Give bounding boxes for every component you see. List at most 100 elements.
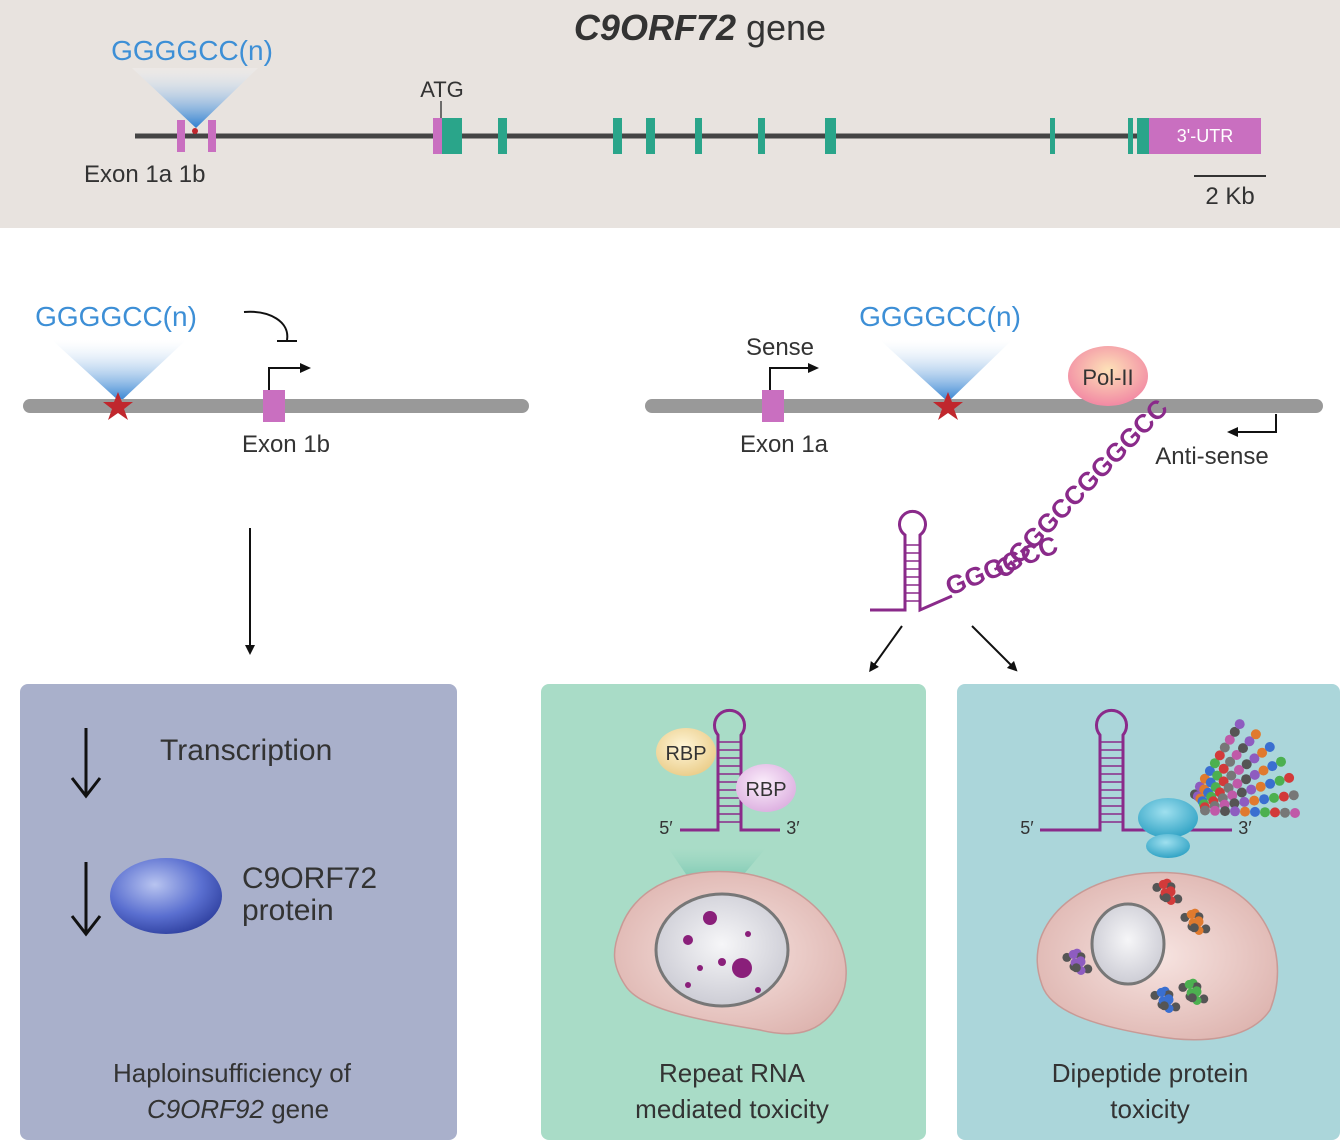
protein-ellipse-icon [110,858,222,934]
utr-block [1149,118,1261,154]
rbp-1-icon [656,728,716,776]
sense-label: Sense [746,334,814,361]
aggregate-bead [1156,987,1166,997]
aggregate-bead [1186,909,1196,919]
inhibition-arc-icon [243,310,289,341]
rna-foci-icon [683,911,761,993]
repeat-cone [132,68,258,128]
left-repeat-label: GGGGCC(n) [35,301,197,332]
rna-hairpin-icon [870,509,953,613]
rbp-2-label: RBP [745,779,786,801]
left-promoter-arrow-icon [268,367,300,390]
gene-panel-background [0,0,1340,228]
dipeptide-bead [1214,750,1225,761]
antisense-arrowhead-icon [1227,427,1238,437]
scale-label: 2 Kb [1205,183,1254,210]
dipeptide-bead [1225,756,1236,767]
protein-label-line2: protein [242,894,334,927]
dipeptide-bead [1226,770,1237,781]
left-mechanism: GGGGCC(n) Exon 1b [23,301,529,655]
dipeptide-box: 5′ 3′ Dipeptide protein toxicity [957,684,1340,1140]
dipeptide-bead [1264,742,1275,752]
dipeptide-bead [1265,778,1276,789]
dipeptide-bead [1220,806,1230,817]
dipeptide-bead [1229,798,1240,809]
dipeptide-bead [1267,761,1278,772]
exon-6 [695,118,702,154]
ribosome-small-icon [1146,834,1190,858]
haplo-box-background [20,684,457,1140]
ribosome-large-icon [1138,798,1198,838]
dipeptide-bead [1200,805,1210,816]
sense-arrowhead-icon [808,363,819,373]
dipeptide-bead [1288,790,1299,801]
rna-caption-line2: mediated toxicity [635,1094,829,1124]
left-exon-label: Exon 1b [242,431,330,458]
aggregate-bead [1171,1002,1181,1012]
dipeptide-bead [1230,806,1240,817]
aggregate-bead [1161,893,1171,903]
dipeptide-bead [1239,796,1250,807]
rbp-2-icon [736,764,796,812]
dipeptide-bead [1257,747,1268,758]
dipeptide-bead [1250,729,1261,740]
rna-three-prime: 3′ [786,818,800,838]
right-exon-label: Exon 1a [740,431,829,458]
left-repeat-cone [52,340,186,402]
dipeptide-bead [1260,807,1270,818]
exon-8 [825,118,836,154]
dipeptide-caption-line2: toxicity [1110,1094,1189,1124]
dipeptide-bead [1232,778,1243,789]
dipeptide-five-prime: 5′ [1020,818,1034,838]
right-repeat-cone [880,340,1012,402]
dipeptide-bead [1223,783,1234,793]
exon-2-noncoding [433,118,442,154]
antisense-label: Anti-sense [1155,443,1268,470]
dipeptide-bead [1284,772,1295,783]
dipeptide-three-prime: 3′ [1238,818,1252,838]
exon-label: Exon 1a 1b [84,161,205,188]
rna-transcript-start: GGGGCC [941,529,1062,601]
dipeptide-bead [1240,806,1250,817]
dipeptide-bead [1270,807,1280,818]
dipeptide-bead [1212,770,1223,781]
left-exon-1b [263,390,285,422]
transcription-arrowhead-icon [70,777,102,799]
exon-1a [177,120,185,152]
aggregate-bead [1164,994,1174,1004]
dipeptide-bead [1224,734,1235,745]
right-exon-1a [762,390,784,422]
dipeptide-nucleus-icon [1090,902,1166,986]
dipeptide-bead [1219,742,1230,753]
dipeptide-bead [1204,766,1215,776]
exon-2-coding [442,118,462,154]
dipeptide-bead [1276,756,1286,767]
atg-label: ATG [420,77,464,102]
dipeptide-bead [1229,726,1240,737]
aggregate-bead [1068,949,1078,959]
gene-title: C9ORF72 gene [574,7,826,48]
gene-panel: C9ORF72 gene GGGGCC(n) ATG 3'-UTR Exon 1… [0,0,1340,228]
dipeptide-bead [1209,758,1220,769]
dipeptide-bead [1258,765,1269,776]
aggregate-bead [1194,916,1204,926]
dipeptide-bead [1290,808,1300,818]
aggregate-bead [1201,924,1211,934]
dipeptide-bead [1269,792,1279,803]
dipeptide-bead [1241,759,1252,770]
right-mechanism: Sense GGGGCC(n) Exon 1a Anti-sense Pol-I… [645,301,1323,673]
repeat-marker [192,128,198,134]
dipeptide-bead [1234,764,1244,775]
transcription-label: Transcription [160,734,332,767]
dipeptide-bead [1218,763,1229,774]
exon-4 [613,118,622,154]
haplo-caption-line1: Haploinsufficiency of [113,1058,352,1088]
dipeptide-bead [1249,753,1260,764]
dipeptide-chains-icon [1190,719,1300,818]
rbp-1-label: RBP [665,743,706,765]
to-rna-box-arrow-icon [869,625,903,673]
dipeptide-bead [1278,791,1289,802]
dipeptide-bead [1249,769,1260,780]
dipeptide-bead [1236,787,1247,798]
